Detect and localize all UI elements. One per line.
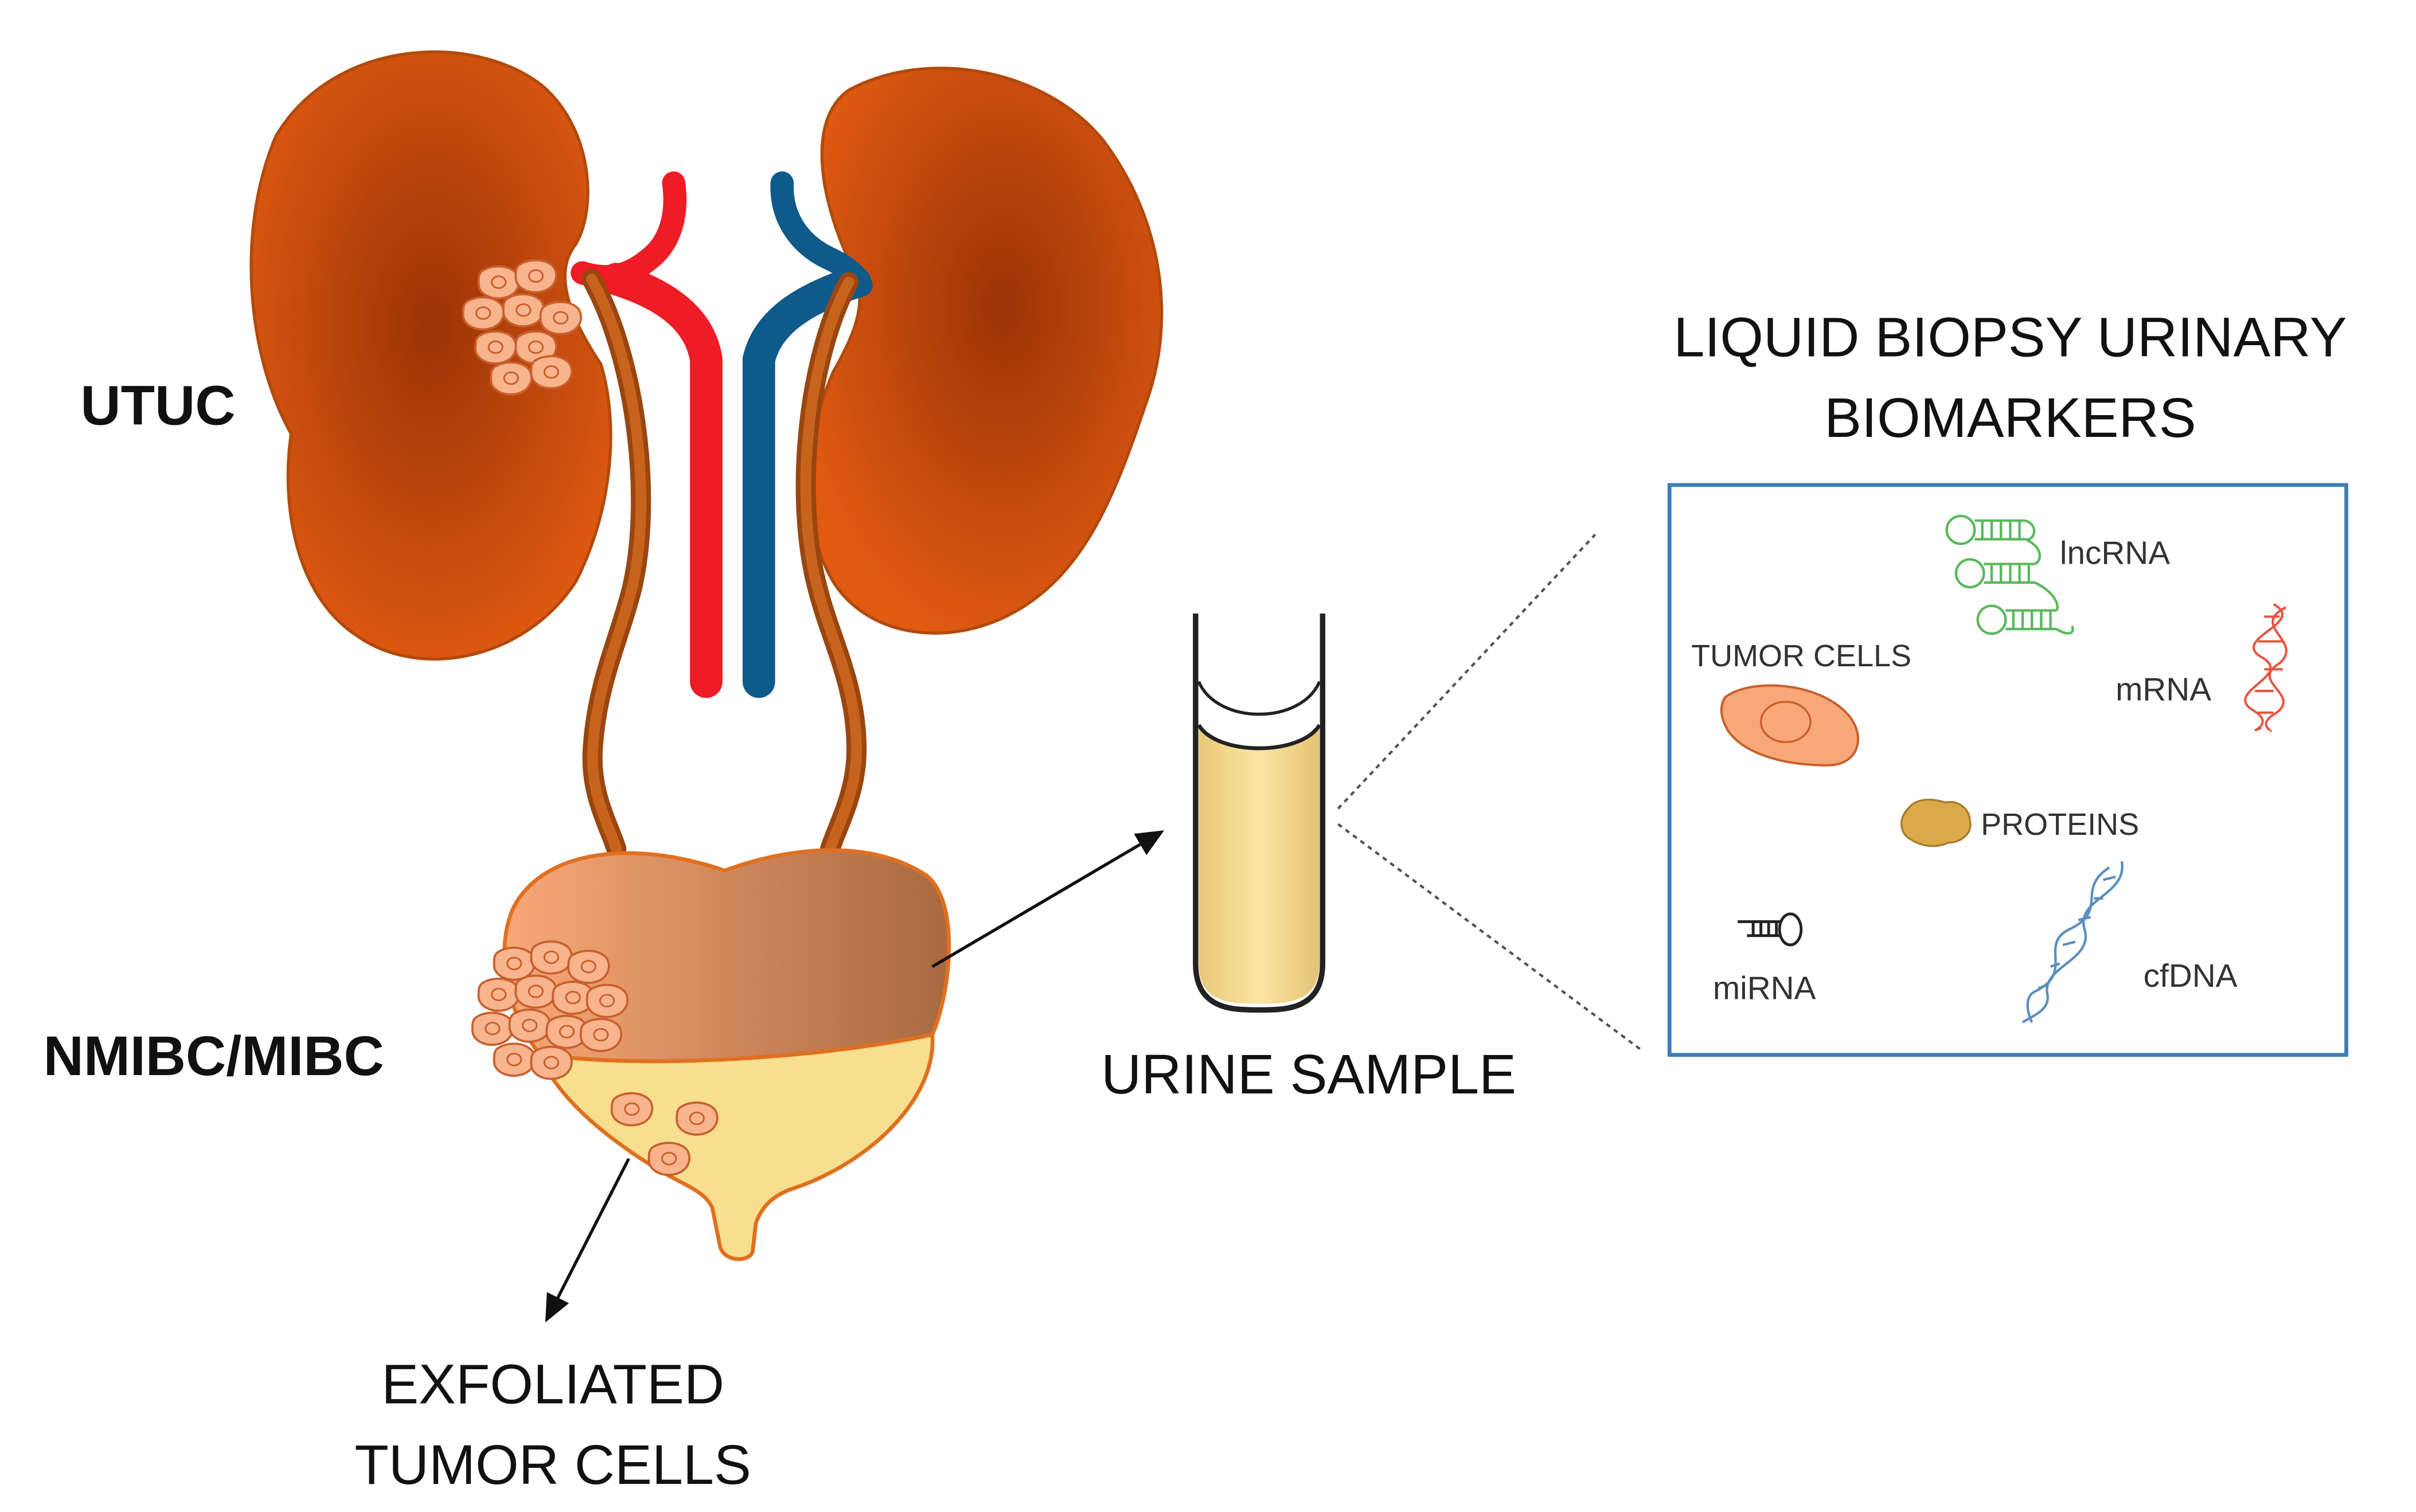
arrow-to-urine-sample [931, 830, 1165, 968]
biomarker-title-line1: LIQUID BIOPSY URINARY [1673, 306, 2347, 369]
mrna-icon [2244, 603, 2288, 733]
tumor-cell-icon [1720, 684, 1860, 767]
urine-sample-tube [1193, 614, 1326, 1013]
bladder-urine [536, 1032, 935, 1261]
tumor-cells-label: TUMOR CELLS [1691, 639, 1911, 673]
mrna-label: mRNA [2116, 671, 2211, 708]
lncrna-label: lncRNA [2060, 536, 2170, 572]
exfoliated-label-line1: EXFOLIATED [381, 1353, 724, 1415]
protein-icon [1900, 799, 1972, 847]
biomarker-box [1667, 483, 2348, 1057]
zoom-line-bottom [1337, 823, 1642, 1052]
right-ureter-highlight [800, 276, 862, 854]
left-kidney [249, 50, 612, 661]
mirna-label: miRNA [1713, 971, 1816, 1007]
arrow-to-exfoliated-cells [545, 1158, 630, 1323]
zoom-line-top [1337, 533, 1597, 810]
mirna-icon [1738, 912, 1803, 947]
exfoliated-label-line2: TUMOR CELLS [354, 1433, 751, 1496]
renal-artery [571, 171, 687, 288]
nmibc-mibc-label: NMIBC/MIBC [44, 1025, 384, 1087]
cfdna-icon [2021, 861, 2124, 1023]
proteins-label: PROTEINS [1981, 807, 2139, 842]
artery-trunk [600, 263, 723, 698]
cfdna-label: cfDNA [2144, 958, 2238, 994]
utuc-label: UTUC [80, 374, 235, 437]
left-ureter-highlight [586, 274, 647, 854]
urine-sample-label: URINE SAMPLE [1101, 1043, 1516, 1105]
right-kidney [807, 67, 1164, 635]
biomarker-title-line2: BIOMARKERS [1824, 386, 2196, 449]
lncrna-icon [1945, 514, 2074, 635]
